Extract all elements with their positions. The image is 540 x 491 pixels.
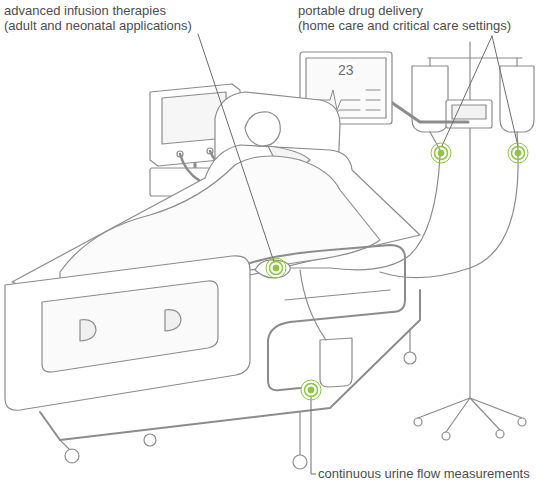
- callout-note: (home care and critical care settings): [296, 18, 513, 33]
- callout-title: continuous urine flow measurements: [316, 466, 532, 481]
- monitor-reading: 23: [337, 62, 355, 78]
- callout-note: (adult and neonatal applications): [2, 18, 194, 33]
- callout-title: advanced infusion therapies: [2, 3, 168, 18]
- callout-title: portable drug delivery: [296, 3, 425, 18]
